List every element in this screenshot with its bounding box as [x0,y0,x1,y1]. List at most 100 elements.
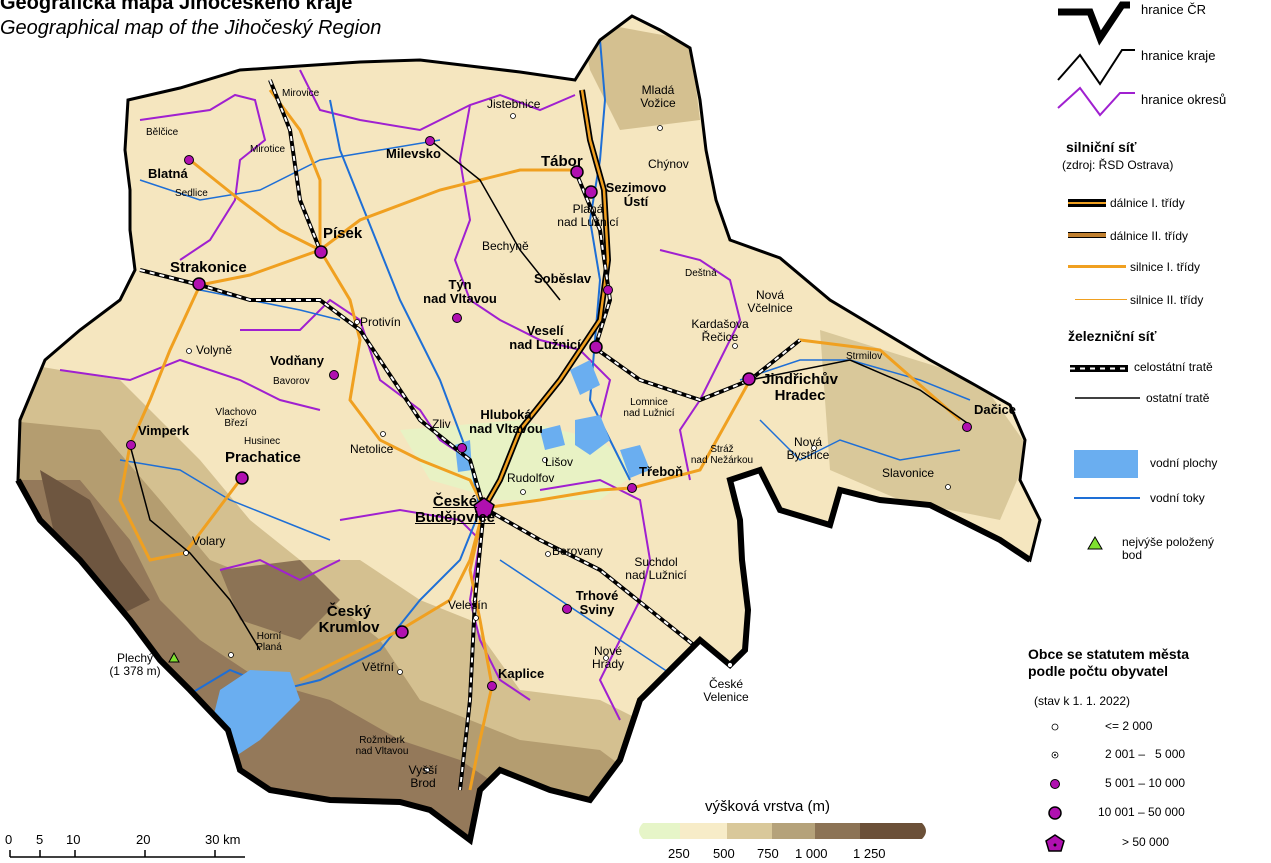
city-label: Velešín [448,598,488,612]
legend-symbols [1045,1,1140,852]
city-label-line: Horní [256,631,282,642]
city-label: Blatná [148,166,188,181]
town-marker [570,165,584,179]
town-dot [183,550,189,556]
city-label: Písek [323,225,363,242]
city-label: Zliv [432,417,451,431]
legend-rail-national: celostátní tratě [1134,360,1213,374]
town-marker [457,443,467,453]
city-label-mlada-vozice: Mladá Vožice [628,84,688,109]
city-label-line: nad Vltavou [469,420,543,436]
town-dot [727,662,733,668]
city-label-line: Krumlov [318,618,380,636]
city-label-line: Rožmberk [359,735,405,746]
city-label-jindrichuv-hradec: Jindřichův Hradec [755,372,845,404]
legend-road-class-1: silnice I. třídy [1130,260,1201,274]
city-label-line: Plechý [116,651,154,665]
legend-water-bodies: vodní plochy [1150,456,1218,470]
town-marker [329,370,339,380]
city-label-line: Velenice [703,689,749,704]
city-label-line: nad Lužnicí [509,336,581,352]
city-label-line: Lomnice [630,397,668,408]
map-subtitle: Geographical map of the Jihočeský Region [0,17,382,39]
legend-town-class-5: > 50 000 [1122,835,1170,849]
legend-town-class-4: 10 001 – 50 000 [1098,805,1185,819]
town-dot [603,655,609,661]
city-label: Slavonice [882,466,935,480]
city-label-line: Veselí [526,323,564,338]
city-label-line: Jindřichův [762,371,838,388]
town-dot [811,445,817,451]
legend-roads-heading: silniční síť [1066,139,1137,155]
city-label: Větřní [362,660,395,674]
scale-tick: 20 [136,832,151,847]
town-dot [510,113,516,119]
elevation-title: výšková vrstva (m) [705,798,831,815]
city-label-line: Mladá [641,83,675,97]
city-label-line: České [708,677,743,691]
city-label: Prachatice [225,449,301,466]
city-label-plechy: Plechý (1 378 m) [95,652,175,677]
city-label-line: Stráž [710,444,734,455]
city-label: Strakonice [170,259,247,276]
city-label-line: Vyšší [408,763,438,777]
town-marker [962,422,972,432]
city-label: Kaplice [498,666,545,681]
city-label-line: Řečice [701,329,739,344]
legend-towns-date: (stav k 1. 1. 2022) [1034,694,1131,708]
legend-town-class-2: 2 001 – 5 000 [1105,747,1186,761]
city-label-line: Včelnice [747,300,793,315]
legend-towns-heading: Obce se statutem města podle počtu obyva… [1028,646,1189,680]
map-title: Geografická mapa Jihočeského kraje [0,0,353,14]
city-label-plana-nad-luznici: Planá nad Lužnicí [548,203,628,228]
city-label: Sedlice [175,188,208,199]
city-label-line: Hluboká [480,407,532,422]
city-label-line: Suchdol [634,555,678,569]
town-marker [395,625,409,639]
legend-road-motorway-2: dálnice II. třídy [1110,229,1189,243]
legend-towns-heading-line-1: Obce se statutem města [1028,646,1190,662]
elevation-tick: 250 [668,846,690,861]
town-dot [380,431,386,437]
legend-label-district-border: hranice okresů [1141,92,1227,107]
legend-town-class-3: 5 001 – 10 000 [1105,776,1186,790]
town-marker [487,681,497,691]
highest-point-marker [168,651,180,663]
town-markers [126,113,972,773]
legend-road-motorway-1: dálnice I. třídy [1110,196,1185,210]
city-label: Bechyně [482,239,529,253]
town-marker-regional-capital [473,497,495,518]
city-label-line: Hradec [774,386,826,404]
city-label-veseli-nad-luznici: Veselí nad Lužnicí [498,324,592,351]
town-marker [192,277,206,291]
city-label: Lišov [545,455,574,469]
city-label-line: Hrady [591,656,624,671]
town-dot [520,489,526,495]
city-label: Mirovice [282,88,320,99]
legend-peak-line-1: nejvýše položený [1122,535,1215,549]
city-label: Netolice [350,442,394,456]
city-label-line: Březí [224,417,248,429]
town-marker [589,340,603,354]
city-label: Mirotice [250,144,286,155]
city-label: Borovany [552,544,603,558]
city-label-line: Vlachovo [215,407,257,418]
scale-tick: 30 km [205,832,241,847]
city-label-ceske-velenice: České Velenice [690,678,762,703]
town-marker [184,155,194,165]
city-label-line: Ústí [623,193,649,209]
city-label-cesky-krumlov: Český Krumlov [313,604,385,636]
town-dot [545,551,551,557]
town-dot [186,348,192,354]
town-dot [424,767,430,773]
city-label-line: (1 378 m) [109,663,161,678]
city-label-nova-vcelnice: Nová Včelnice [740,289,800,314]
town-dot [473,615,479,621]
city-label: Soběslav [534,271,592,286]
city-label-line: Trhové [575,588,619,603]
city-label-hluboka-nad-vltavou: Hluboká nad Vltavou [460,408,552,435]
town-dot [397,669,403,675]
legend-towns-heading-line-2: podle počtu obyvatel [1028,662,1169,679]
city-label: Strmilov [846,351,883,362]
scale-tick: 10 [66,832,81,847]
